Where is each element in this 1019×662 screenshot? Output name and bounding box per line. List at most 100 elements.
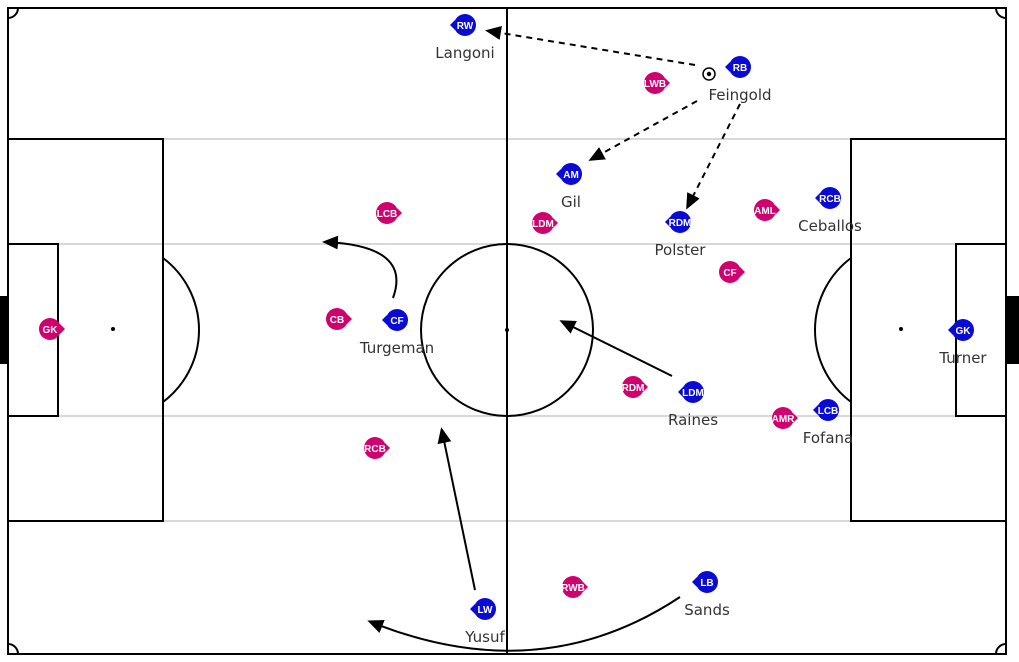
player-position: LB (700, 578, 713, 589)
player-token[interactable]: LCB (376, 202, 402, 224)
direction-icon (643, 382, 648, 392)
player-name: Turgeman (359, 339, 434, 357)
player-marker (682, 381, 704, 403)
player-marker (719, 261, 741, 283)
player-position: RB (733, 63, 747, 74)
player-token[interactable]: RDM (622, 376, 648, 398)
direction-icon (450, 20, 455, 30)
player-marker (474, 598, 496, 620)
player-name: Fofana (803, 429, 853, 447)
player-position: CF (390, 316, 403, 327)
player-marker (364, 437, 386, 459)
player-position: AMR (772, 414, 796, 425)
player-position: RCB (819, 194, 841, 205)
player-token[interactable]: GK (39, 318, 65, 340)
player-marker (729, 56, 751, 78)
pass-arrow (485, 26, 696, 66)
direction-icon (665, 217, 670, 227)
direction-icon (470, 604, 475, 614)
player-marker (754, 199, 776, 221)
player-name: Raines (668, 411, 718, 429)
pass-arrows (485, 26, 741, 210)
direction-icon (725, 62, 730, 72)
run-arrows (322, 235, 681, 652)
direction-icon (740, 267, 745, 277)
player-token[interactable]: RWB (561, 576, 588, 598)
player-name: Polster (655, 241, 707, 259)
direction-icon (382, 315, 387, 325)
player-position: RW (457, 21, 474, 32)
player-token[interactable]: CF (719, 261, 745, 283)
soccer-ball-icon (702, 67, 716, 81)
direction-icon (813, 405, 818, 415)
direction-icon (60, 324, 65, 334)
player-name: Gil (561, 193, 581, 211)
direction-icon (793, 413, 798, 423)
player-name: Turner (938, 349, 987, 367)
player-token[interactable]: RCB (364, 437, 390, 459)
direction-icon (347, 314, 352, 324)
player-position: RWB (561, 583, 585, 594)
player-token[interactable]: LCB Fofana (803, 399, 853, 447)
direction-icon (556, 169, 561, 179)
right-goal (1007, 296, 1019, 364)
player-marker (376, 202, 398, 224)
player-token[interactable]: AM Gil (556, 163, 582, 211)
player-position: RDM (669, 218, 692, 229)
player-token[interactable]: LB Sands (684, 571, 730, 619)
player-position: LCB (818, 406, 839, 417)
player-marker (326, 308, 348, 330)
player-marker (696, 571, 718, 593)
player-marker (644, 72, 666, 94)
player-position: LCB (377, 209, 398, 220)
run-arrow (437, 427, 476, 591)
direction-icon (583, 582, 588, 592)
player-token[interactable]: LWB (644, 72, 670, 94)
player-token[interactable]: CB (326, 308, 352, 330)
player-token[interactable]: AMR (772, 407, 798, 429)
player-position: CF (723, 268, 736, 279)
spots (111, 327, 903, 332)
player-position: RDM (622, 383, 645, 394)
player-token[interactable]: LDM (532, 212, 558, 234)
player-position: LW (478, 605, 494, 616)
player-marker (817, 399, 839, 421)
player-position: GK (43, 325, 59, 336)
direction-icon (692, 577, 697, 587)
player-marker (772, 407, 794, 429)
player-marker (562, 576, 584, 598)
left-goal (0, 296, 8, 364)
direction-icon (948, 325, 953, 335)
player-token[interactable]: AML (754, 199, 780, 221)
player-token[interactable]: LDM Raines (668, 381, 718, 429)
player-token[interactable]: LW Yusuf (464, 598, 505, 646)
player-name: Yusuf (464, 628, 505, 646)
player-marker (39, 318, 61, 340)
direction-icon (775, 205, 780, 215)
player-marker (622, 376, 644, 398)
run-arrow (322, 235, 398, 299)
player-marker (386, 309, 408, 331)
pitch-markings (7, 7, 1007, 655)
player-marker (952, 319, 974, 341)
player-position: CB (330, 315, 344, 326)
player-name: Sands (684, 601, 730, 619)
player-token[interactable]: RDM Polster (655, 211, 707, 259)
pass-arrow (686, 103, 741, 210)
player-position: LDM (682, 388, 704, 399)
direction-icon (385, 443, 390, 453)
player-marker (669, 211, 691, 233)
direction-icon (553, 218, 558, 228)
player-position: AM (563, 170, 579, 181)
player-token[interactable]: CF Turgeman (359, 309, 434, 357)
pass-arrow (588, 100, 698, 161)
run-arrow (559, 320, 673, 377)
player-position: LWB (644, 79, 666, 90)
player-marker (819, 187, 841, 209)
player-marker (560, 163, 582, 185)
